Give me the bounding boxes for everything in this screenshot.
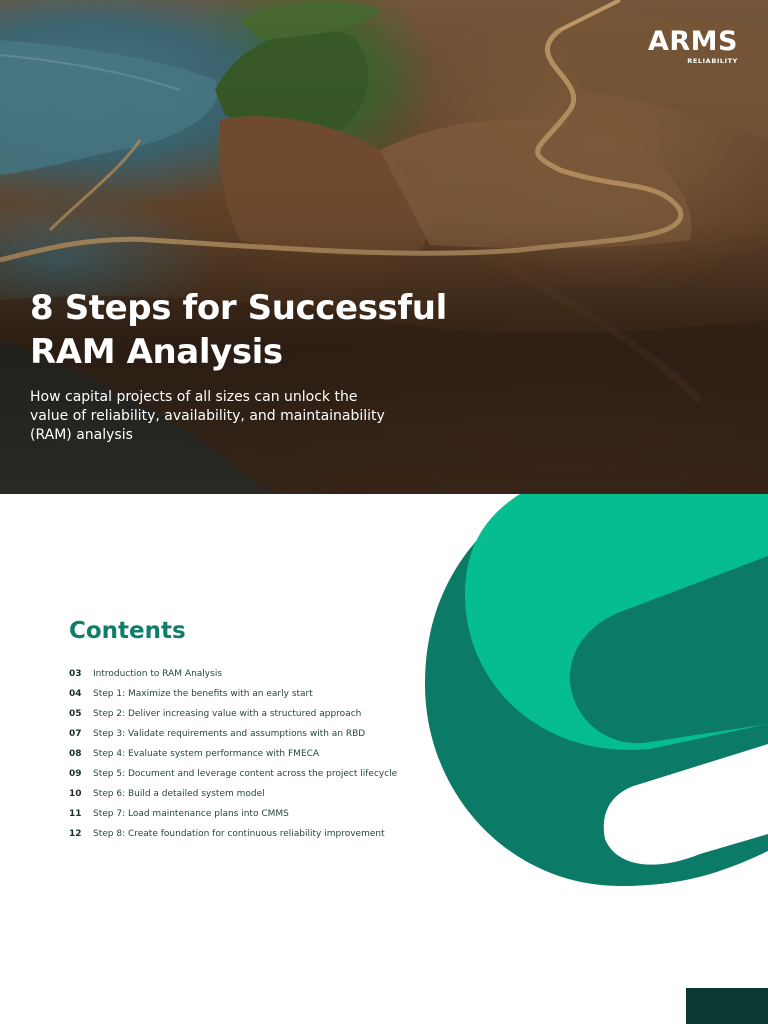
toc-item-label: Step 7: Load maintenance plans into CMMS: [93, 809, 289, 819]
logo-wordmark: ARMS: [647, 26, 738, 57]
toc-item-step-4[interactable]: 08 Step 4: Evaluate system performance wi…: [69, 744, 409, 764]
toc-item-label: Step 6: Build a detailed system model: [93, 789, 265, 799]
toc-item-label: Step 3: Validate requirements and assump…: [93, 729, 366, 739]
toc-page-number: 09: [69, 769, 82, 779]
toc-page-number: 05: [69, 709, 82, 719]
toc-page-number: 10: [69, 789, 82, 799]
title-line-2: RAM Analysis: [30, 332, 283, 372]
toc-page-number: 08: [69, 749, 82, 759]
contents-list: 03 Introduction to RAM Analysis 04 Step 1:…: [69, 664, 409, 844]
document-subtitle: How capital projects of all sizes can un…: [30, 389, 385, 443]
toc-item-step-6[interactable]: 10 Step 6: Build a detailed system model: [69, 784, 409, 804]
decorative-green-shape: [425, 494, 768, 886]
toc-item-introduction[interactable]: 03 Introduction to RAM Analysis: [69, 664, 409, 684]
shape-light-band: [465, 494, 768, 750]
toc-item-label: Step 1: Maximize the benefits with an ea…: [93, 689, 313, 699]
toc-page-number: 04: [69, 689, 82, 699]
toc-page-number: 12: [69, 829, 82, 839]
corner-block: [686, 988, 768, 1024]
toc-item-step-2[interactable]: 05 Step 2: Deliver increasing value with …: [69, 704, 409, 724]
toc-item-step-8[interactable]: 12 Step 8: Create foundation for continuo…: [69, 824, 409, 844]
toc-item-label: Introduction to RAM Analysis: [93, 669, 223, 679]
toc-page-number: 11: [69, 809, 82, 819]
title-line-1: 8 Steps for Successful: [30, 288, 447, 328]
mining-landscape-illustration: [0, 0, 768, 494]
toc-item-label: Step 2: Deliver increasing value with a …: [93, 709, 362, 719]
toc-item-label: Step 8: Create foundation for continuous…: [93, 829, 385, 839]
toc-item-label: Step 5: Document and leverage content ac…: [93, 769, 398, 779]
toc-item-label: Step 4: Evaluate system performance with…: [93, 749, 320, 759]
contents-heading: Contents: [69, 618, 186, 644]
toc-page-number: 03: [69, 669, 82, 679]
toc-item-step-3[interactable]: 07 Step 3: Validate requirements and assu…: [69, 724, 409, 744]
toc-item-step-5[interactable]: 09 Step 5: Document and leverage content …: [69, 764, 409, 784]
hero-image: [0, 0, 768, 494]
toc-item-step-7[interactable]: 11 Step 7: Load maintenance plans into CM…: [69, 804, 409, 824]
arms-reliability-logo[interactable]: ARMS RELIABILITY: [647, 26, 738, 66]
toc-item-step-1[interactable]: 04 Step 1: Maximize the benefits with an …: [69, 684, 409, 704]
table-of-contents: Contents 03 Introduction to RAM Analysis …: [69, 616, 409, 844]
document-title: 8 Steps for Successful RAM Analysis: [30, 286, 550, 374]
logo-tagline: RELIABILITY: [687, 57, 738, 65]
toc-page-number: 07: [69, 729, 82, 739]
